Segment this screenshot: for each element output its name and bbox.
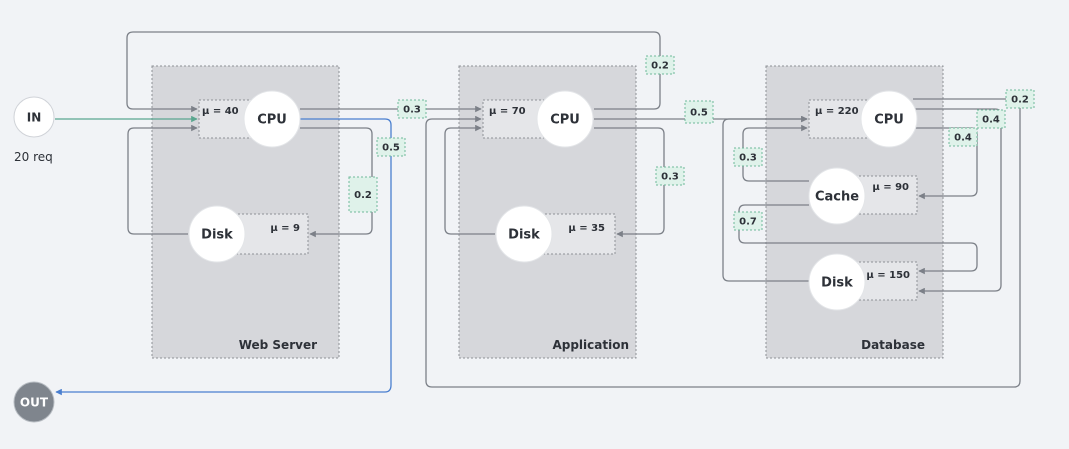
probability-labels: 0.3 0.5 0.2 0.2 0.5 0.3 0.2 0.4 (348, 55, 1035, 231)
node-label: CPU (257, 113, 287, 128)
svg-text:0.4: 0.4 (954, 133, 972, 144)
svg-text:0.2: 0.2 (1011, 95, 1029, 106)
edge-app-cpu-to-web-cpu (126, 31, 661, 113)
service-rate: μ = 220 (815, 106, 859, 117)
svg-text:0.3: 0.3 (661, 172, 679, 183)
prob-app-cpu-to-disk: 0.3 (655, 166, 685, 186)
node-db-cache: Cache μ = 90 (808, 167, 909, 225)
arrival-rate: 20 req (14, 150, 53, 164)
prob-db-cpu-to-cache: 0.4 (948, 127, 978, 147)
svg-text:0.3: 0.3 (403, 105, 421, 116)
group-label-database: Database (861, 338, 925, 352)
source-label: IN (27, 111, 42, 125)
svg-text:0.3: 0.3 (739, 153, 757, 164)
edge-cache-to-db-disk (738, 204, 978, 275)
prob-web-cpu-to-out: 0.5 (376, 137, 406, 157)
node-app-disk: Disk μ = 35 (495, 205, 605, 263)
node-label: CPU (550, 113, 580, 128)
service-rate: μ = 70 (489, 106, 526, 117)
node-db-disk: Disk μ = 150 (808, 253, 910, 311)
node-app-cpu: CPU μ = 70 (489, 90, 594, 148)
service-rate: μ = 40 (202, 106, 239, 117)
svg-text:0.5: 0.5 (382, 143, 400, 154)
node-label: CPU (874, 113, 904, 128)
node-web-disk: Disk μ = 9 (188, 205, 300, 263)
edge-web-disk-to-web-cpu (127, 124, 198, 235)
prob-web-cpu-to-disk: 0.2 (348, 176, 378, 213)
prob-cache-to-disk: 0.7 (733, 211, 763, 231)
prob-web-cpu-to-app: 0.3 (397, 99, 427, 119)
source-node: IN 20 req (13, 96, 55, 164)
service-rate: μ = 150 (866, 270, 910, 281)
node-label: Cache (815, 190, 859, 205)
svg-text:0.4: 0.4 (982, 115, 1000, 126)
edge-web-cpu-to-out (55, 118, 392, 396)
edge-db-cpu-to-db-disk (913, 108, 1002, 295)
queue-app-disk (540, 213, 616, 255)
service-rate: μ = 35 (568, 223, 605, 234)
prob-db-cpu-to-app: 0.2 (1005, 89, 1035, 109)
edge-app-disk-to-app-cpu (444, 124, 495, 235)
sink-node: OUT (13, 381, 55, 423)
svg-text:0.5: 0.5 (690, 108, 708, 119)
group-label-web-server: Web Server (239, 338, 317, 352)
service-rate: μ = 9 (270, 223, 300, 234)
node-web-cpu: CPU μ = 40 (202, 90, 301, 148)
sink-label: OUT (20, 396, 49, 410)
edge-db-disk-to-db-cpu (722, 115, 809, 282)
prob-cache-to-cpu: 0.3 (733, 147, 763, 167)
group-label-application: Application (552, 338, 629, 352)
service-rate: μ = 90 (872, 182, 909, 193)
prob-app-cpu-to-web: 0.2 (645, 55, 675, 75)
node-label: Disk (201, 228, 233, 243)
prob-app-cpu-to-db: 0.5 (684, 100, 714, 124)
node-db-cpu: CPU μ = 220 (815, 90, 918, 148)
svg-text:0.7: 0.7 (739, 217, 757, 228)
svg-text:0.2: 0.2 (651, 61, 669, 72)
node-label: Disk (821, 276, 853, 291)
node-label: Disk (508, 228, 540, 243)
prob-db-cpu-to-disk: 0.4 (976, 109, 1006, 129)
svg-text:0.2: 0.2 (354, 190, 372, 201)
